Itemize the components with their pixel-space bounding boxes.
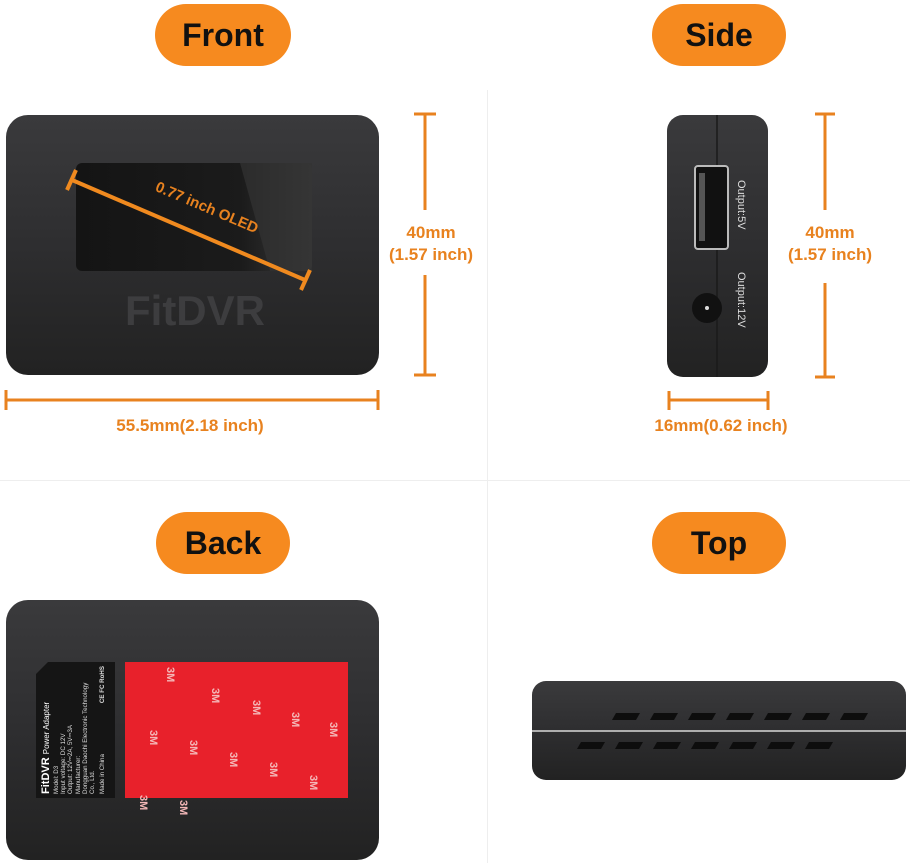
vent-slot (726, 713, 754, 720)
side-view-label: Side (685, 16, 753, 53)
3m-logo-mark: 3M (177, 800, 189, 815)
label-company: Dongguan Daochi Electronic Technology (81, 682, 89, 794)
horizontal-divider (0, 480, 910, 481)
3m-logo-mark: 3M (209, 688, 221, 703)
label-company-suffix: Co., Ltd. (89, 770, 97, 794)
label-origin: Made in China (99, 754, 107, 794)
3m-logo-mark: 3M (164, 667, 176, 682)
product-label-text: FitDVR Power Adapter Model: D3 Input vol… (37, 662, 115, 798)
vent-slot (767, 742, 795, 749)
vent-slot (764, 713, 792, 720)
side-height-text: 40mm (1.57 inch) (780, 222, 880, 266)
front-height-mm: 40mm (406, 223, 456, 242)
side-view-badge: Side (652, 4, 786, 66)
front-view-label: Front (182, 16, 264, 53)
front-width-dimension (4, 390, 380, 410)
side-height-inch: (1.57 inch) (787, 245, 873, 264)
front-height-inch: (1.57 inch) (388, 245, 474, 264)
front-width-text: 55.5mm(2.18 inch) (116, 416, 264, 435)
vent-slot (653, 742, 681, 749)
label-brand: FitDVR (40, 757, 52, 794)
vertical-divider (487, 90, 488, 863)
3m-logo-mark: 3M (267, 762, 279, 777)
vent-slot (805, 742, 833, 749)
top-view-badge: Top (652, 512, 786, 574)
top-view-label: Top (690, 524, 748, 561)
3m-logo-mark: 3M (307, 775, 319, 790)
side-depth-dimension (667, 391, 770, 410)
vent-slot (802, 713, 830, 720)
label-certifications: CE FC RoHS (99, 666, 107, 704)
3m-logo-mark: 3M (289, 712, 301, 727)
back-view-badge: Back (156, 512, 290, 574)
side-device: Output:5V Output:12V (667, 115, 768, 377)
3m-logo-mark: 3M (137, 795, 149, 810)
3m-logo-mark: 3M (187, 740, 199, 755)
front-view-badge: Front (155, 4, 291, 66)
fitdvr-logo: FitDVR (125, 287, 265, 334)
front-height-text: 40mm (1.57 inch) (382, 222, 480, 266)
front-height-dimension (414, 112, 436, 377)
3m-logo-mark: 3M (327, 722, 339, 737)
dc-output-label: Output:12V (735, 272, 747, 328)
top-device (532, 681, 906, 780)
3m-logo-mark: 3M (227, 752, 239, 767)
label-output: Output: 12V⎓2A, 5V⎓3A (67, 724, 75, 794)
3m-logo-mark: 3M (147, 730, 159, 745)
product-label (36, 662, 115, 798)
usb-output-label: Output:5V (735, 180, 747, 230)
label-manufacturer: Manufacturer: (74, 755, 82, 794)
3m-logo-mark: 3M (250, 700, 262, 715)
side-height-dimension (815, 112, 835, 379)
front-device: FitDVR 0.77 inch OLED (6, 115, 379, 375)
label-input: Input voltage: DC 12V (60, 733, 68, 794)
label-title: Power Adapter (42, 701, 51, 755)
vent-slot (688, 713, 716, 720)
vent-slot (729, 742, 757, 749)
vent-slot (691, 742, 719, 749)
back-device: 3M 3M 3M 3M 3M 3M 3M 3M 3M 3M 3M 3M (6, 600, 379, 860)
label-model: Model: D3 (53, 765, 60, 794)
3m-tape (125, 662, 348, 798)
vent-slot (612, 713, 640, 720)
vent-slot (840, 713, 868, 720)
side-height-mm: 40mm (805, 223, 855, 242)
vent-slot (650, 713, 678, 720)
back-view-label: Back (184, 524, 262, 561)
vent-slot (577, 742, 605, 749)
vent-slot (615, 742, 643, 749)
side-depth-text: 16mm(0.62 inch) (654, 416, 788, 435)
